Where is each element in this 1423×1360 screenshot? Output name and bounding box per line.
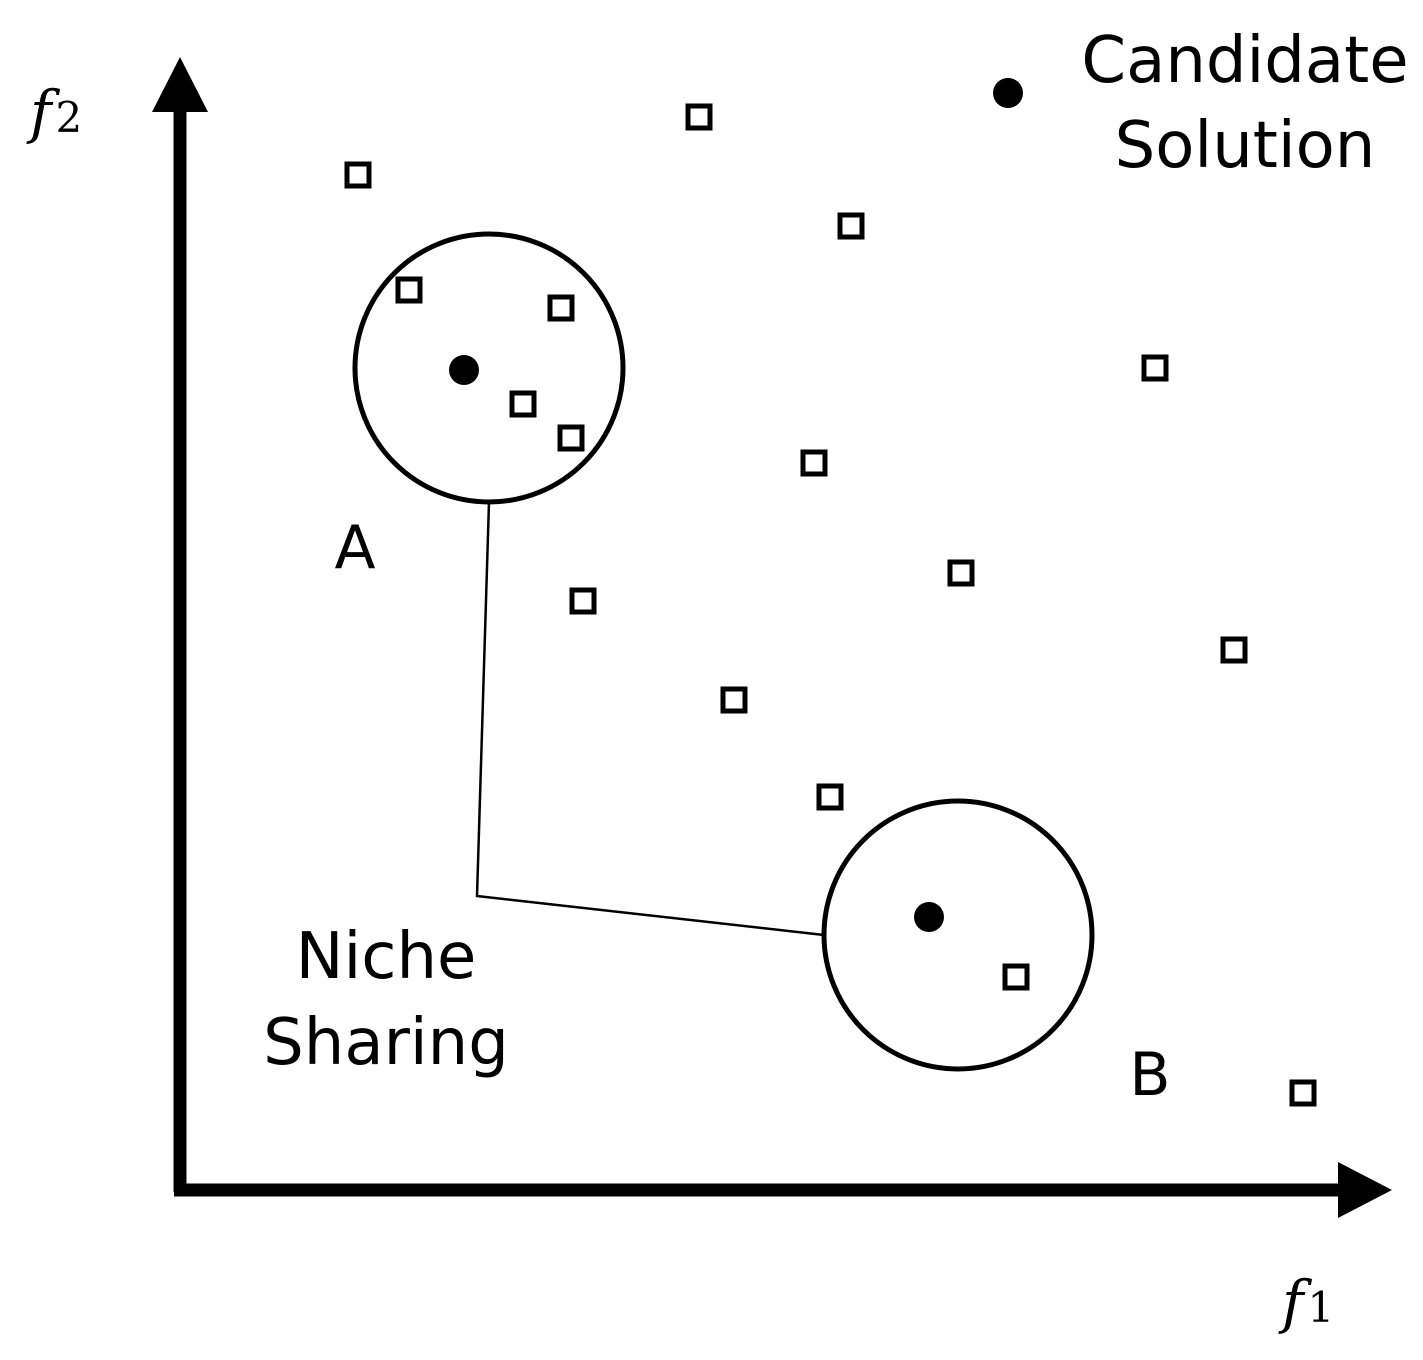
population-square [947,559,975,587]
candidate-dot-legend [993,78,1023,108]
population-square [557,424,585,452]
population-square [1002,963,1030,991]
population-square [509,390,537,418]
niche-connector-line [475,501,825,937]
candidate-dot-b [914,902,944,932]
x-axis-label-sub: 1 [1307,1283,1334,1332]
y-axis-label-sub: 2 [55,93,82,142]
x-axis-label: f1 [1278,1268,1334,1336]
candidate-dot-a [449,355,479,385]
population-square [1141,354,1169,382]
y-axis-arrowhead [152,57,208,112]
population-square [1289,1079,1317,1107]
population-square [720,686,748,714]
population-points [344,103,1317,1107]
population-square [395,276,423,304]
niche-a-label: A [334,513,375,583]
axes [152,57,1392,1218]
x-axis-arrowhead [1338,1162,1392,1218]
legend-candidate-line2: Solution [1115,109,1376,183]
niche-circle-a [352,231,626,505]
candidate-solutions [449,78,1023,932]
niche-b-label: B [1129,1040,1170,1110]
population-square [344,161,372,189]
population-square [685,103,713,131]
population-square [816,783,844,811]
population-square [547,294,575,322]
population-square [837,212,865,240]
population-square [1220,636,1248,664]
population-square [569,587,597,615]
annotation-line1: Niche [296,920,477,994]
niche-circle-b [821,798,1095,1072]
y-axis-label: f2 [26,78,82,146]
annotation-line2: Sharing [263,1006,509,1080]
legend-candidate-line1: Candidate [1081,24,1408,98]
population-square [800,449,828,477]
